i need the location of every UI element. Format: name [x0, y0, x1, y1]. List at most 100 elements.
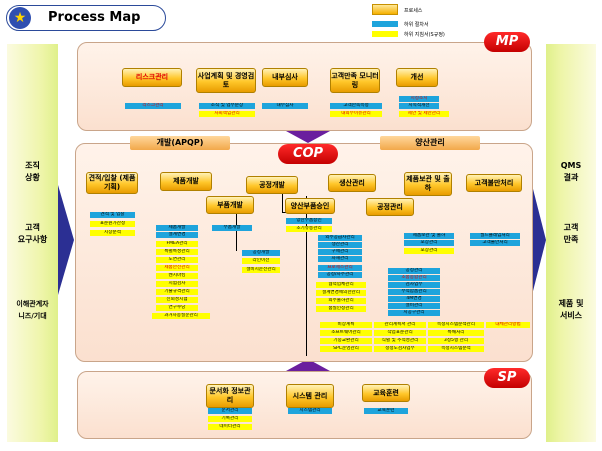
sub-item[interactable]: SPC운영관리 — [320, 346, 372, 352]
sub-item[interactable]: 신뢰성시험 — [156, 297, 198, 303]
process-process-development[interactable]: 공정개발 — [246, 176, 298, 194]
process-customer-satisfaction[interactable]: 고객만족 모니터링 — [330, 68, 380, 93]
sub-item[interactable]: 시스템관리 — [288, 408, 332, 414]
process-quote[interactable]: 견적/입찰 (제품기획) — [86, 172, 138, 194]
sub-item[interactable]: 기술규격관리 — [156, 289, 198, 295]
mp-tag: MP — [484, 32, 530, 52]
process-parts-development[interactable]: 부품개발 — [206, 196, 254, 214]
process-document-management[interactable]: 문서화 정보관리 — [206, 384, 254, 408]
process-business-plan[interactable]: 사업계획 및 경영검토 — [196, 68, 256, 93]
sub-item[interactable]: 외주공급사관리 — [318, 235, 362, 241]
input-arrow — [58, 185, 74, 295]
sub-item[interactable]: 3정5행 관리 — [428, 338, 484, 344]
sub-item[interactable]: 측정시스템분석관리 — [428, 322, 484, 328]
sub-item[interactable]: FMEA관리 — [156, 241, 198, 247]
sub-item[interactable]: 설계변경에의한관리 — [316, 290, 366, 296]
sub-item[interactable]: 도면관리 — [156, 257, 198, 263]
process-training[interactable]: 교육훈련 — [362, 384, 410, 402]
sub-item[interactable]: 관리계획서 관리 — [374, 322, 426, 328]
process-internal-audit[interactable]: 내부심사 — [262, 68, 308, 87]
sub-item[interactable]: 생산관리 — [318, 242, 362, 248]
sub-item[interactable]: 대체관리방법 — [486, 322, 530, 328]
sub-item[interactable]: 특채처리 — [428, 330, 484, 336]
sub-item[interactable]: 비상계획 — [320, 322, 372, 328]
sub-item[interactable]: 부적합품관리 — [388, 289, 440, 295]
process-process-management[interactable]: 공정관리 — [366, 198, 414, 216]
sub-item[interactable]: 지공구관리 — [388, 310, 440, 316]
sub-item[interactable]: 기록관리 — [208, 416, 252, 422]
process-improvement[interactable]: 개선 — [396, 68, 438, 87]
sub-item[interactable]: 포장관리 — [404, 248, 454, 254]
sub-item[interactable]: 정정도검사업무 — [374, 346, 426, 352]
sub-item[interactable]: 고객불만처리 — [470, 240, 520, 246]
sub-item[interactable]: 초품종합관리 — [388, 275, 440, 281]
sub-item[interactable]: 표준원가산정 — [90, 221, 135, 227]
sub-item[interactable]: 내외부이슈관리 — [330, 111, 382, 117]
sub-item[interactable]: 협력업체관리 — [316, 282, 366, 288]
sub-item[interactable]: 특별특성관리 — [156, 249, 198, 255]
legend-sub-procedure-swatch — [372, 21, 398, 27]
sub-item[interactable]: 공정개발 — [242, 250, 280, 256]
sub-item[interactable]: 공정/자주관리 — [318, 272, 362, 278]
sub-item[interactable]: 양산부품승인 — [286, 218, 332, 224]
sub-item[interactable]: 견적 및 입찰 — [90, 212, 135, 218]
sub-item[interactable]: 시장분석 — [90, 230, 135, 236]
sub-item[interactable]: 설계변경 — [156, 232, 198, 238]
sub-item[interactable]: 기중교환관리 — [320, 338, 372, 344]
sub-item[interactable]: 포장관리 — [404, 240, 454, 246]
sub-item[interactable]: 연구수당 — [156, 305, 198, 311]
sub-item[interactable]: 과거차종질문관리 — [152, 313, 210, 319]
sub-item[interactable]: 식별 및 추적성관리 — [374, 338, 426, 344]
mp-to-cop-arrow — [286, 131, 330, 143]
sub-item[interactable]: 필드클레임처리 — [470, 233, 520, 239]
sub-item[interactable]: 구매관리 — [318, 249, 362, 255]
sub-item[interactable]: 데이터관리 — [208, 424, 252, 430]
sub-item[interactable]: 자재관리 — [318, 256, 362, 262]
process-storage-shipping[interactable]: 제품보관 및 출하 — [404, 172, 452, 196]
star-icon: ★ — [9, 7, 31, 29]
page-title: Process Map — [48, 10, 141, 25]
sub-item[interactable]: 4M변경 — [388, 296, 440, 302]
legend-sub-procedure-label: 하위 절차서 — [404, 22, 429, 28]
sub-item[interactable]: 제안 및 제안관리 — [399, 111, 449, 117]
process-risk[interactable]: 리스크관리 — [122, 68, 182, 87]
sub-item[interactable]: 공정관리 — [388, 268, 440, 274]
sub-item[interactable]: 문서관리 — [208, 408, 252, 414]
process-ppap[interactable]: 양산부품승인 — [285, 198, 335, 214]
sub-item[interactable]: 교육훈련 — [364, 408, 408, 414]
sub-item[interactable]: 소프트웨어관리 — [320, 330, 372, 336]
sub-item[interactable]: 부품개발 — [212, 225, 252, 231]
sub-item[interactable]: 내부심사 — [262, 103, 308, 109]
sub-item[interactable]: 초기유동관리 — [286, 226, 332, 232]
sub-item[interactable]: 리스크관리 — [125, 103, 181, 109]
sub-item[interactable]: 지속적개선 — [399, 103, 439, 109]
sub-item[interactable]: 작업표준관리 — [374, 330, 426, 336]
sub-item[interactable]: 시정조치 — [399, 96, 439, 102]
sub-item[interactable]: 외주출하관리 — [316, 298, 366, 304]
process-product-development[interactable]: 제품개발 — [160, 172, 212, 191]
legend-process-label: 프로세스 — [404, 8, 423, 14]
flow-line — [236, 196, 237, 251]
sub-item[interactable]: 사회책임관리 — [199, 111, 255, 117]
sub-item[interactable]: 조직 및 업무분장 — [199, 103, 255, 109]
sub-item[interactable]: 시험검사 — [156, 281, 198, 287]
sub-item[interactable]: 라인이전 — [242, 258, 280, 264]
sub-item[interactable]: 벤치마킹 — [156, 273, 198, 279]
sub-item[interactable]: 측정시스템분석 — [428, 346, 484, 352]
sub-item[interactable]: 제품보관 및 출하 — [404, 233, 454, 239]
sub-item[interactable]: 제품안전관리 — [156, 265, 198, 271]
process-production-management[interactable]: 생산관리 — [328, 174, 376, 192]
sub-item[interactable]: 검사업무 — [388, 282, 440, 288]
sub-item[interactable]: 고객만족측정 — [330, 103, 382, 109]
sub-item[interactable]: 품질인정관리 — [316, 306, 366, 312]
sub-item[interactable]: 설비관리 — [388, 303, 440, 309]
cop-tag: COP — [278, 144, 338, 164]
process-system-management[interactable]: 시스템 관리 — [286, 384, 334, 408]
process-customer-complaints[interactable]: 고객불만처리 — [466, 174, 522, 192]
sub-item[interactable]: 프로세스관리 — [318, 265, 362, 271]
flow-line — [282, 190, 283, 212]
sub-item[interactable]: 설비시운전관리 — [242, 267, 280, 273]
sub-item[interactable]: 제품개발 — [156, 225, 198, 231]
